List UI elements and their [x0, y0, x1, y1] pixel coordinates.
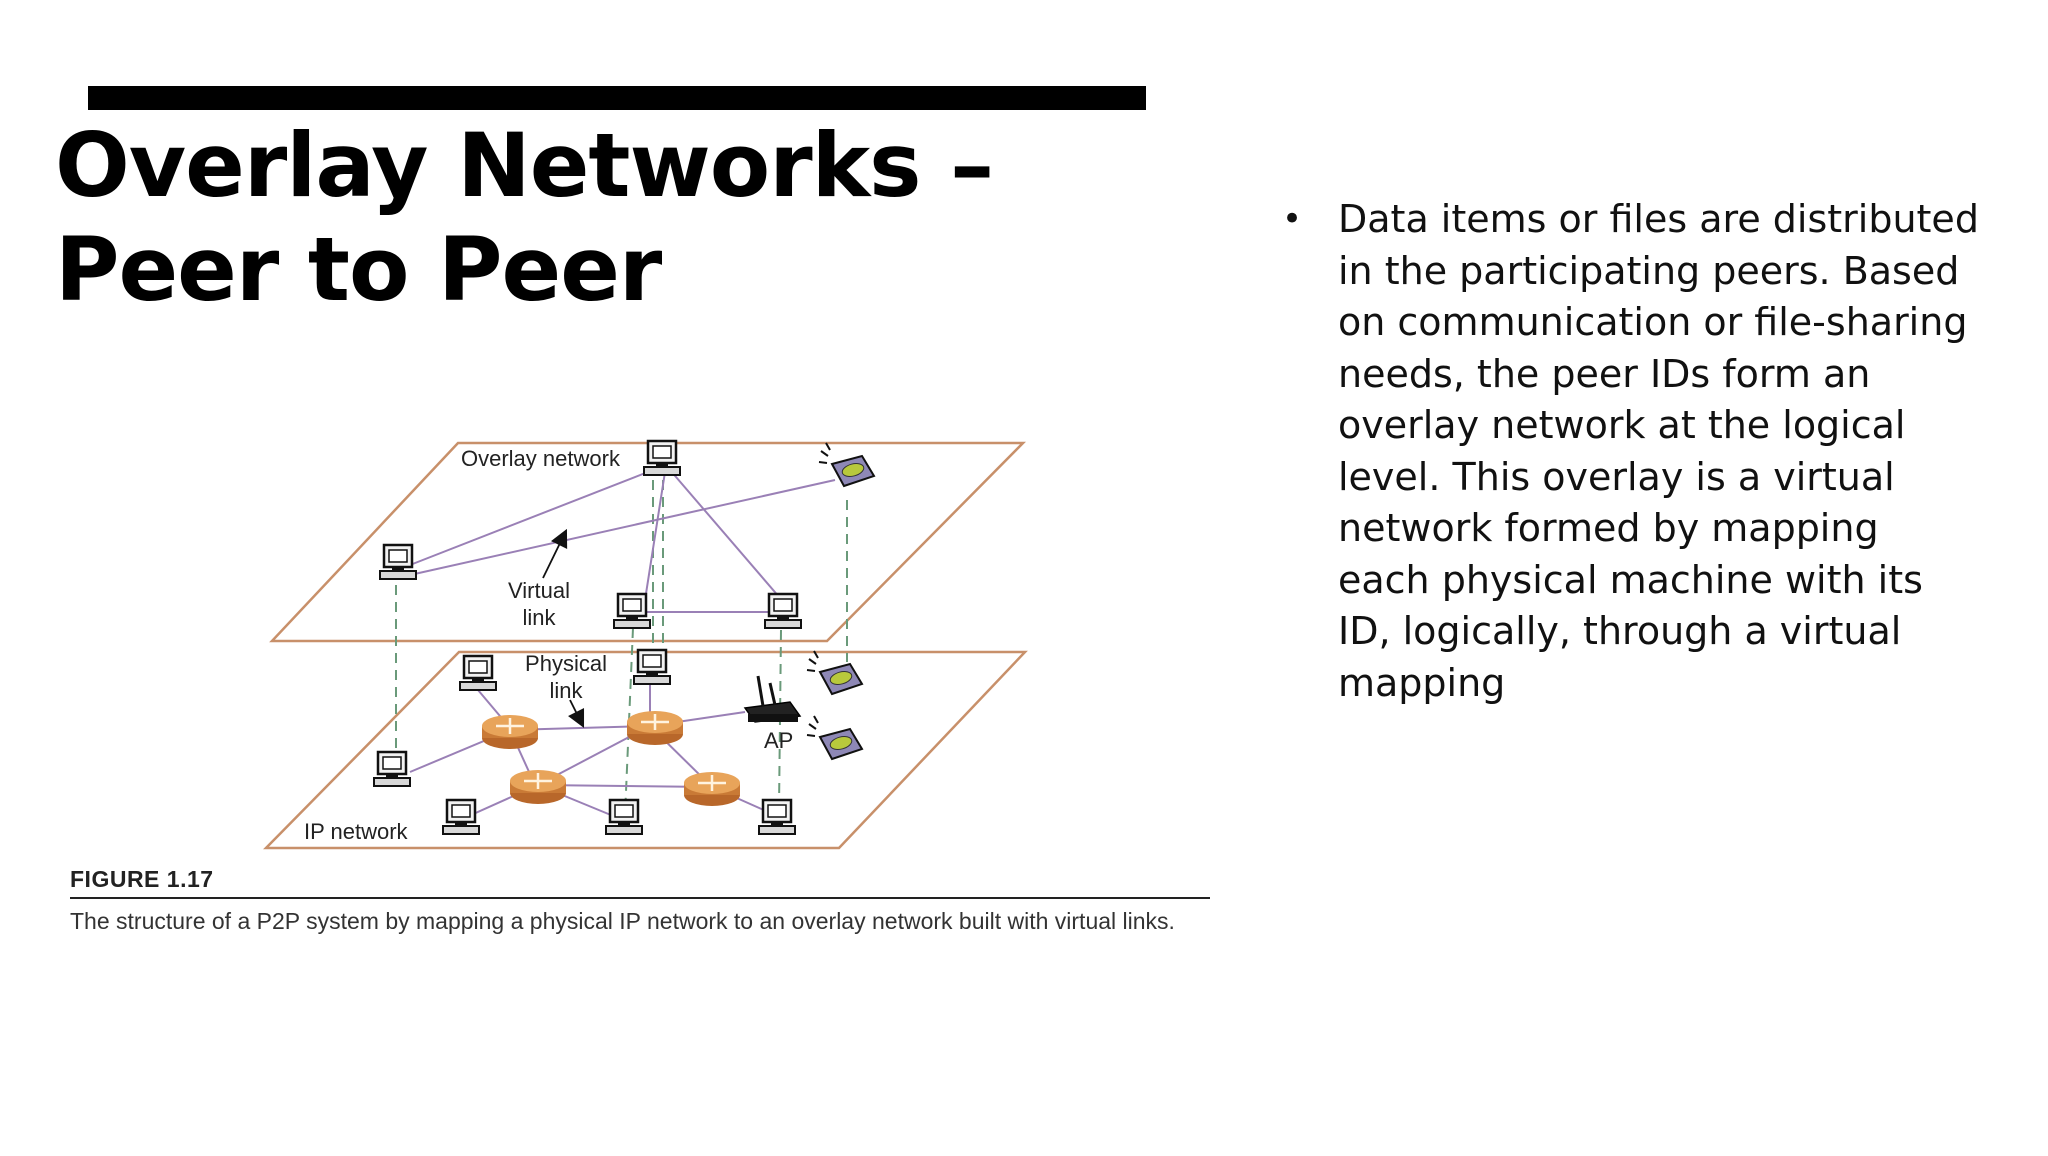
overlay-desktop-icon: [763, 592, 803, 630]
virtual-link-label-1: Virtual: [508, 578, 570, 603]
router-icon: [480, 713, 540, 751]
ip-network-label: IP network: [304, 819, 409, 844]
figure-caption: The structure of a P2P system by mapping…: [70, 908, 1175, 934]
overlay-network-label: Overlay network: [461, 446, 621, 471]
overlay-desktop-icon: [612, 592, 652, 630]
overlay-laptop-icon: [818, 442, 875, 487]
overlay-desktop-icon: [642, 439, 682, 477]
ip-desktop-icon: [757, 798, 797, 836]
slide-title: Overlay Networks – Peer to Peer: [55, 114, 1055, 322]
router-icon: [625, 709, 685, 747]
access-point-icon: [743, 675, 802, 723]
physical-link-label-1: Physical: [525, 651, 607, 676]
ip-desktop-icon: [441, 798, 481, 836]
physical-link-arrow-icon: [567, 699, 585, 729]
virtual-link-arrow-icon: [542, 528, 568, 579]
mapping-lines: [395, 480, 848, 816]
bullet-item: • Data items or files are distributed in…: [1282, 194, 1982, 709]
bullet-text: Data items or files are distributed in t…: [1338, 197, 1979, 705]
ip-desktop-icon: [604, 798, 644, 836]
ip-laptop-icon: [806, 650, 863, 695]
ap-label: AP: [764, 728, 793, 753]
figure-divider: [70, 897, 1210, 899]
router-icon: [508, 768, 568, 806]
bullet-marker: •: [1282, 199, 1303, 239]
physical-link-label-2: link: [549, 678, 583, 703]
ip-desktop-icon: [458, 654, 498, 692]
ip-desktop-icon: [372, 750, 412, 788]
virtual-links: [409, 469, 836, 613]
overlay-plane: [269, 441, 1026, 643]
title-line-2: Peer to Peer: [55, 218, 662, 321]
virtual-link-label-2: link: [522, 605, 556, 630]
ip-laptop-icon: [806, 715, 863, 760]
title-accent-bar: [88, 86, 1146, 110]
overlay-desktop-icon: [378, 543, 418, 581]
figure-number: FIGURE 1.17: [70, 866, 214, 892]
bullet-list: • Data items or files are distributed in…: [1282, 194, 1982, 709]
router-icon: [682, 770, 742, 808]
title-line-1: Overlay Networks –: [55, 114, 994, 217]
ip-desktop-icon: [632, 648, 672, 686]
ip-plane: [263, 650, 1028, 850]
